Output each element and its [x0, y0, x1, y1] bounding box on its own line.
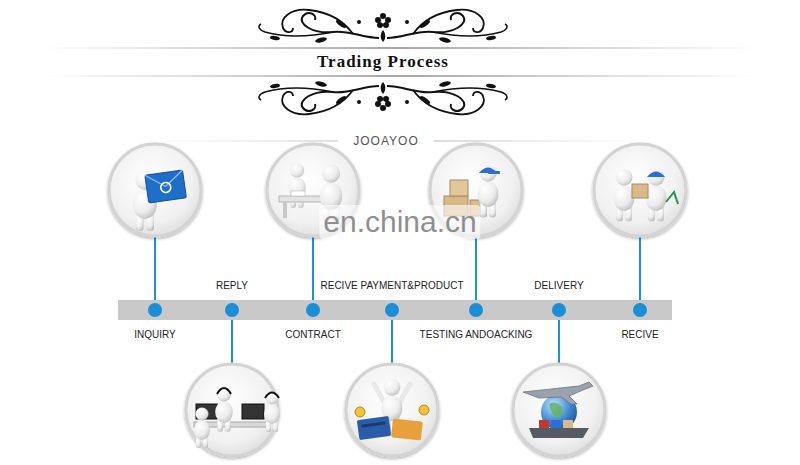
timeline-bar-end	[118, 300, 148, 320]
stem-line	[639, 236, 641, 302]
inquiry-picture	[160, 182, 171, 193]
inquiry-picture	[145, 170, 187, 203]
timeline-bar	[239, 300, 306, 320]
delivery-picture	[523, 382, 593, 404]
payment-picture	[357, 416, 391, 440]
reply-picture	[186, 364, 278, 456]
stem-line	[154, 236, 156, 302]
delivery-picture	[539, 420, 549, 428]
dot-marker	[225, 303, 239, 317]
inquiry-picture	[109, 144, 201, 236]
title-ornament	[259, 80, 507, 114]
receive-picture	[632, 184, 648, 198]
payment-picture	[346, 364, 438, 456]
stem-line	[155, 236, 640, 364]
step-dot: DELIVERY	[552, 300, 566, 320]
timeline-bar	[483, 300, 552, 320]
delivery-picture	[563, 420, 573, 428]
receive-picture	[614, 169, 635, 222]
step-dot: RECIVE PAYMENT&PRODUCT	[385, 300, 399, 320]
reply-picture	[217, 388, 231, 394]
dot-marker	[306, 300, 320, 320]
reply-picture	[264, 392, 280, 433]
dot-marker	[306, 303, 320, 317]
brand-rule	[434, 141, 650, 142]
dot-marker	[469, 300, 483, 320]
reply-picture	[186, 364, 280, 456]
dot-marker	[385, 300, 399, 320]
timeline-bar-end	[118, 300, 672, 320]
delivery-picture	[513, 364, 605, 456]
payment-picture	[400, 384, 410, 402]
dot-marker	[633, 303, 647, 317]
watermark: en.china.cn	[319, 205, 480, 239]
dot-marker	[552, 300, 566, 320]
stem-line	[312, 236, 314, 302]
receive-picture	[647, 172, 665, 178]
dot-marker	[633, 300, 647, 320]
step-dot: CONTRACT	[306, 300, 320, 320]
dot-marker	[469, 303, 483, 317]
receive-picture	[594, 144, 686, 236]
stem-line	[391, 318, 393, 364]
packing-picture	[488, 171, 500, 174]
delivery-picture	[513, 364, 605, 456]
step-label: REPLY	[216, 280, 248, 291]
stem-line	[475, 236, 477, 302]
payment-picture	[361, 421, 385, 427]
brand-name: JOOAYOO	[353, 134, 418, 148]
dot-marker	[148, 303, 162, 317]
step-label: CONTRACT	[285, 329, 341, 340]
stem-line	[231, 318, 233, 364]
delivery-picture	[529, 428, 589, 438]
title-ornament	[40, 75, 760, 77]
dot-marker	[552, 303, 566, 317]
timeline-bar	[399, 300, 469, 320]
title-ornament	[40, 10, 760, 115]
contract-picture	[283, 202, 287, 218]
step-label: RECIVE PAYMENT&PRODUCT	[321, 280, 464, 291]
inquiry-picture	[109, 144, 201, 236]
dot-marker	[148, 300, 162, 320]
reply-picture	[194, 408, 210, 449]
step-label: TESTING ANDOACKING	[420, 329, 533, 340]
step-dot: REPLY	[225, 300, 239, 320]
receive-picture	[646, 169, 667, 222]
reply-picture	[265, 393, 279, 399]
payment-picture	[391, 418, 423, 440]
step-label: DELIVERY	[534, 280, 583, 291]
timeline-bar-end	[647, 300, 672, 320]
inquiry-picture	[145, 170, 185, 189]
receive-picture	[666, 192, 678, 204]
packing-picture	[450, 180, 468, 196]
stem-line	[558, 318, 560, 364]
payment-picture	[355, 407, 365, 417]
timeline-bar	[162, 300, 225, 320]
step-label: INQUIRY	[134, 329, 176, 340]
timeline-bar	[566, 300, 633, 320]
contract-picture	[291, 191, 305, 196]
inquiry-picture	[145, 170, 187, 203]
step-label: RECIVE	[621, 329, 658, 340]
delivery-picture	[551, 420, 561, 428]
dot-marker	[225, 300, 239, 320]
reply-picture	[215, 387, 233, 432]
brand-rule	[150, 141, 338, 142]
diagram-title: Trading Process	[311, 52, 455, 72]
step-dot: INQUIRY	[148, 300, 162, 320]
delivery-picture	[549, 402, 563, 418]
timeline-bar	[320, 300, 385, 320]
dot-marker	[385, 303, 399, 317]
payment-picture	[419, 405, 429, 415]
payment-picture	[346, 364, 438, 456]
payment-picture	[374, 384, 384, 402]
receive-picture	[594, 144, 686, 236]
title-ornament	[259, 10, 507, 44]
reply-picture	[242, 404, 264, 419]
step-dot: TESTING ANDOACKING	[469, 300, 483, 320]
title-ornament	[40, 47, 760, 49]
step-dot: RECIVE	[633, 300, 647, 320]
